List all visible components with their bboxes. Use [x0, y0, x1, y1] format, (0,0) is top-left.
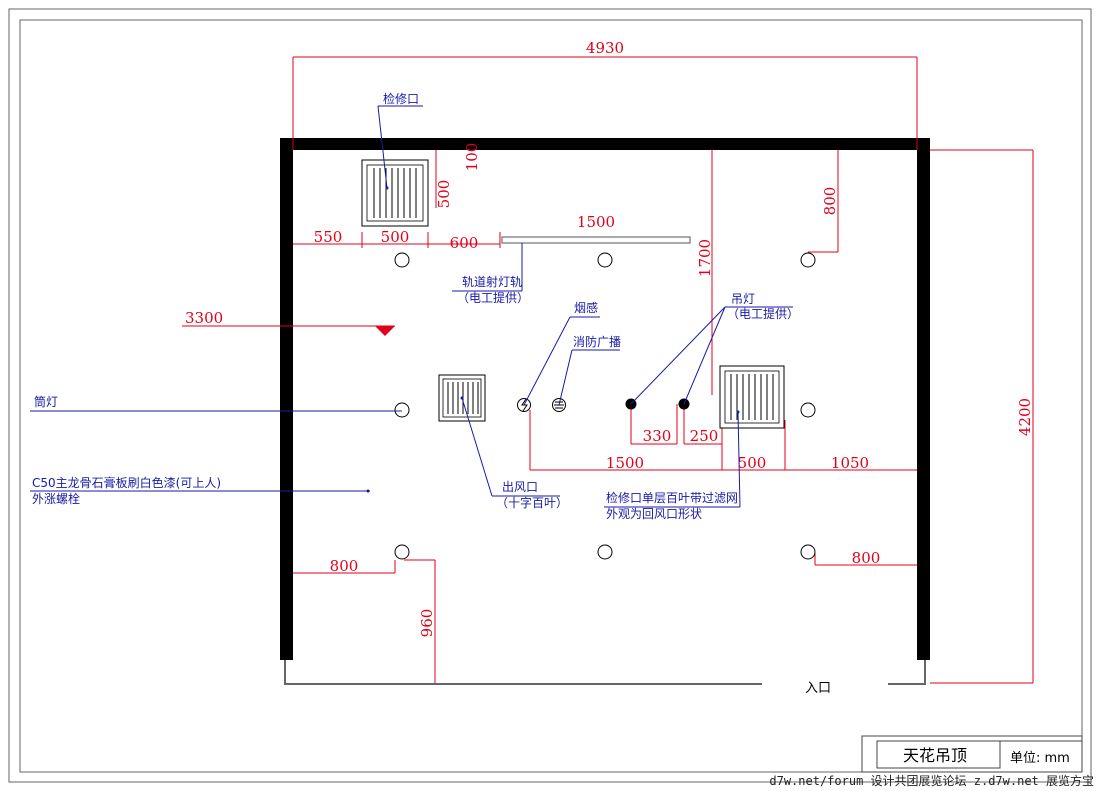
- floor-line-right: [888, 660, 926, 685]
- downlight-icon: [394, 402, 410, 418]
- inner-frame: [19, 19, 1083, 773]
- downlight-note: 筒灯: [34, 394, 58, 409]
- anchor-dot: [460, 396, 464, 400]
- dim-1500-mid: 1500: [606, 454, 644, 472]
- track-light-note: 轨道射灯轨: [462, 274, 522, 289]
- smoke-detector-note: 烟感: [574, 300, 598, 315]
- floor-line-left: [284, 660, 762, 685]
- air-outlet-note-sub: （十字百叶）: [496, 495, 568, 510]
- downlight-icon: [597, 544, 613, 560]
- downlights: [394, 252, 816, 560]
- ceiling-height-label: 3300: [185, 309, 223, 327]
- annotations: 检修口 轨道射灯轨 （电工提供） 烟感 消防广播 吊灯 （电工提供） 筒灯 C5…: [32, 91, 799, 521]
- downlight-icon: [800, 252, 816, 268]
- dim-500-h: 500: [381, 228, 410, 246]
- dim-800-left: 800: [330, 557, 359, 575]
- downlight-icon: [394, 544, 410, 560]
- track-light-rail: [501, 236, 691, 244]
- track-light-note-sub: （电工提供）: [457, 290, 529, 305]
- return-air-note: 检修口单层百叶带过滤网: [606, 490, 738, 505]
- fire-broadcast-note: 消防广播: [573, 334, 621, 349]
- anchor-dot: [385, 186, 389, 190]
- dim-1050: 1050: [831, 454, 869, 472]
- dim-1700: 1700: [696, 239, 714, 277]
- watermark: d7w.net/forum 设计共团展览论坛 z.d7w.net 展览方宝: [769, 773, 1094, 788]
- return-air-hatch: [719, 365, 785, 429]
- dimension-lines: [182, 56, 1034, 684]
- pendant-lamp-note: 吊灯: [731, 292, 755, 306]
- title-block: 天花吊顶 单位: mm: [861, 735, 1083, 773]
- dim-500-v: 500: [435, 180, 453, 209]
- outer-frame: [8, 8, 1092, 783]
- ceiling-spec-note: C50主龙骨石膏板刷白色漆(可上人): [32, 475, 221, 490]
- anchor-dot: [366, 489, 370, 493]
- return-air-note-sub: 外观为回风口形状: [606, 507, 702, 521]
- right-wall: [917, 138, 930, 660]
- dim-250: 250: [690, 427, 719, 445]
- access-hatch-note: 检修口: [383, 91, 419, 106]
- pendant-lamp-note-sub: （电工提供）: [727, 306, 799, 321]
- dim-1500-track: 1500: [577, 213, 615, 231]
- anchor-dot: [736, 410, 740, 414]
- downlight-icon: [800, 544, 816, 560]
- downlight-icon: [800, 402, 816, 418]
- dim-800-top: 800: [821, 187, 839, 216]
- dim-330: 330: [643, 427, 672, 445]
- leader-lines: [30, 105, 793, 508]
- dim-550: 550: [314, 228, 343, 246]
- entrance-label: 入口: [805, 681, 831, 696]
- dim-600: 600: [450, 234, 479, 252]
- access-hatch: [361, 159, 429, 227]
- downlight-icon: [394, 252, 410, 268]
- dim-960: 960: [418, 609, 436, 638]
- dim-500-mid: 500: [738, 454, 767, 472]
- ceiling-bolt-note: 外涨螺栓: [32, 491, 80, 506]
- air-outlet-note: 出风口: [502, 480, 538, 494]
- left-wall: [280, 138, 293, 660]
- dim-100: 100: [463, 143, 481, 172]
- dim-800-right: 800: [852, 549, 881, 567]
- overall-width-label: 4930: [586, 39, 624, 57]
- drawing-title: 天花吊顶: [903, 746, 967, 765]
- downlight-icon: [597, 252, 613, 268]
- units-label: 单位: mm: [1010, 751, 1070, 766]
- top-wall: [280, 138, 930, 150]
- ceiling-height-marker: [375, 326, 395, 336]
- walls: [280, 138, 930, 685]
- overall-depth-label: 4200: [1016, 398, 1034, 436]
- dimension-labels: 4930 4200 3300 100 500 550 500 600 1500 …: [185, 39, 1034, 637]
